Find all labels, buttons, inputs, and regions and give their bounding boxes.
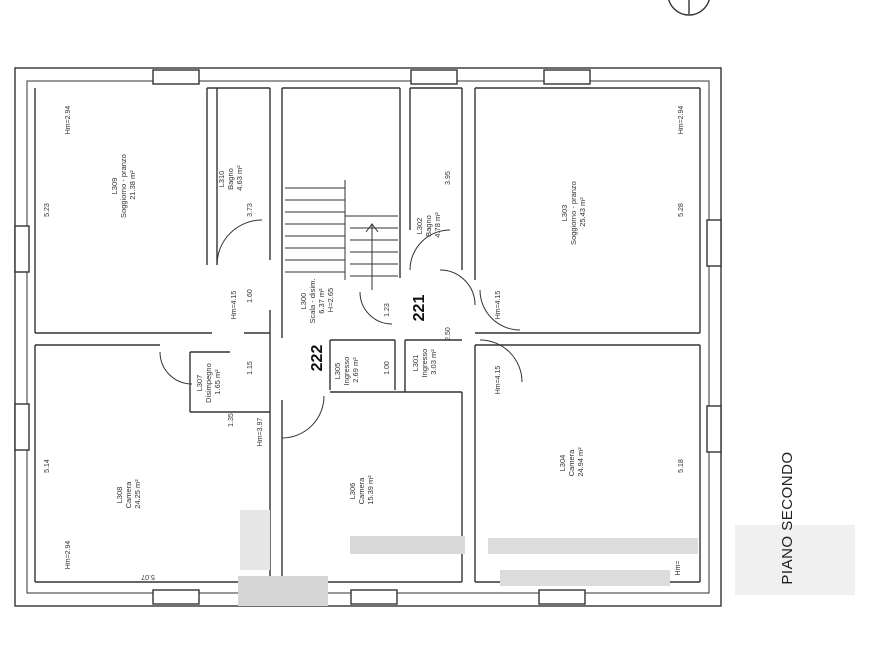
height-label: Hm=2.94 [65, 541, 72, 570]
window [538, 589, 586, 605]
room-label-l308: L308 Camera 24.25 m² [115, 479, 142, 509]
door-swing [479, 289, 521, 331]
room-label-l310: L310 Bagno 4.63 m² [217, 165, 244, 191]
window [706, 219, 722, 267]
room-label-l303: L303 Soggiorno - pranzo 25.43 m² [560, 179, 587, 245]
room-label-l304: L304 Camera 24.94 m² [558, 447, 585, 477]
window [14, 403, 30, 451]
door-swing [216, 219, 263, 266]
stair-label-221: 221 [411, 295, 428, 322]
north-arrow-icon [668, 0, 710, 16]
floor-label: PIANO SECONDO [779, 451, 796, 585]
height-label: Hm=4.15 [495, 366, 502, 395]
dimension-label: 5.28 [678, 203, 685, 217]
height-label: Hm=2.94 [678, 106, 685, 135]
door-swing [409, 229, 451, 271]
window [152, 69, 200, 85]
staircase [285, 180, 398, 290]
room-label-l305: L305 Ingresso 2.69 m² [333, 355, 360, 386]
height-label: Hm=4.15 [495, 291, 502, 320]
stair-label-222: 222 [309, 345, 326, 372]
height-label: Hm=3.97 [257, 418, 264, 447]
redacted-areas [238, 510, 855, 606]
dimension-label: 5.23 [44, 203, 51, 217]
dimension-label: 3.73 [247, 203, 254, 217]
room-label-l307: L307 Disimpegno 1.65 m² [195, 361, 222, 403]
height-label: Hm=2.94 [65, 106, 72, 135]
dimension-label: 3.95 [445, 171, 452, 185]
height-label: Hm= [675, 561, 682, 576]
dimension-label: 5.14 [44, 459, 51, 473]
window [14, 225, 30, 273]
door-swing [281, 395, 325, 439]
dimension-label: 1.23 [384, 303, 391, 317]
dimension-label: 1.15 [247, 361, 254, 375]
door-swing [439, 269, 476, 306]
outer-wall [14, 67, 722, 607]
dimension-label: 5.18 [678, 459, 685, 473]
window [410, 69, 458, 85]
inner-wall-line [26, 80, 710, 594]
dimension-label: 1.00 [384, 361, 391, 375]
room-label-l302: L302 Bagno 4.78 m² [415, 212, 442, 238]
room-label-l301: L301 Ingresso 3.03 m² [411, 347, 438, 378]
room-label-l300: L300 Scala - disim. 6.37 m² H=2.65 [299, 276, 335, 323]
window [350, 589, 398, 605]
door-swing [359, 291, 393, 325]
dimension-label: 1.60 [247, 289, 254, 303]
door-swing [479, 339, 523, 383]
window [543, 69, 591, 85]
room-label-l306: L306 Camera 15.39 m² [348, 475, 375, 505]
door-swing [159, 351, 193, 385]
window [706, 405, 722, 453]
dimension-label: 5.07 [141, 573, 155, 580]
dimension-label: 1.35 [228, 413, 235, 427]
room-label-l309: L309 Soggiorno - pranzo 21.38 m² [110, 152, 137, 218]
height-label: Hm=4.15 [231, 291, 238, 320]
window [152, 589, 200, 605]
dimension-label: 2.50 [445, 327, 452, 341]
